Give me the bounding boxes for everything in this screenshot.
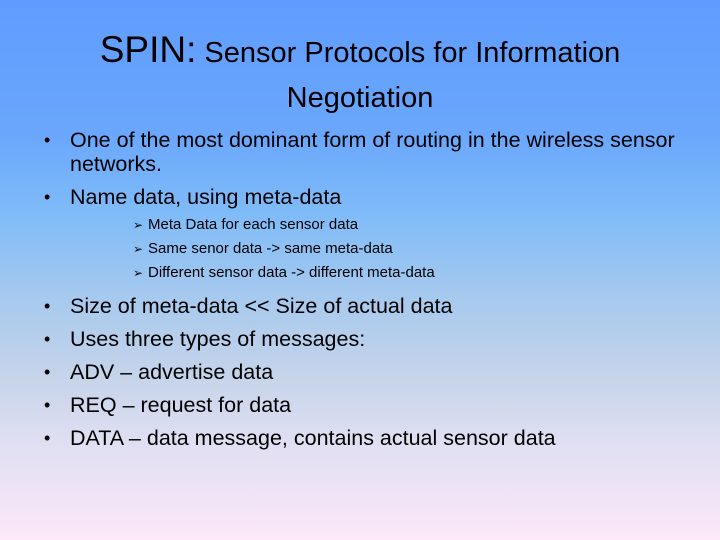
bullet-item: DATA – data message, contains actual sen… (44, 426, 684, 450)
sub-bullet-item: ➢ Same senor data -> same meta-data (133, 240, 393, 257)
bullet-item: ADV – advertise data (44, 360, 684, 384)
bullet-item: Uses three types of messages: (44, 327, 684, 351)
arrow-bullet-icon: ➢ (133, 242, 144, 256)
title-rest: Sensor Protocols for Information (196, 37, 621, 69)
bullet-item: Size of meta-data << Size of actual data (44, 294, 684, 318)
slide-title: SPIN: Sensor Protocols for Information N… (0, 30, 720, 123)
bullet-item: One of the most dominant form of routing… (44, 128, 684, 176)
arrow-bullet-icon: ➢ (133, 266, 144, 280)
sub-bullet-item: ➢ Different sensor data -> different met… (133, 264, 435, 281)
bullet-item: REQ – request for data (44, 393, 684, 417)
title-prefix: SPIN: (99, 29, 197, 70)
title-line2: Negotiation (286, 82, 434, 114)
arrow-bullet-icon: ➢ (133, 218, 144, 232)
bullet-item: Name data, using meta-data (44, 185, 684, 209)
bullet-list: One of the most dominant form of routing… (44, 128, 684, 459)
sub-bullet-item: ➢ Meta Data for each sensor data (133, 216, 359, 233)
sub-bullet-list: ➢ Meta Data for each sensor data ➢ Same … (44, 216, 684, 282)
